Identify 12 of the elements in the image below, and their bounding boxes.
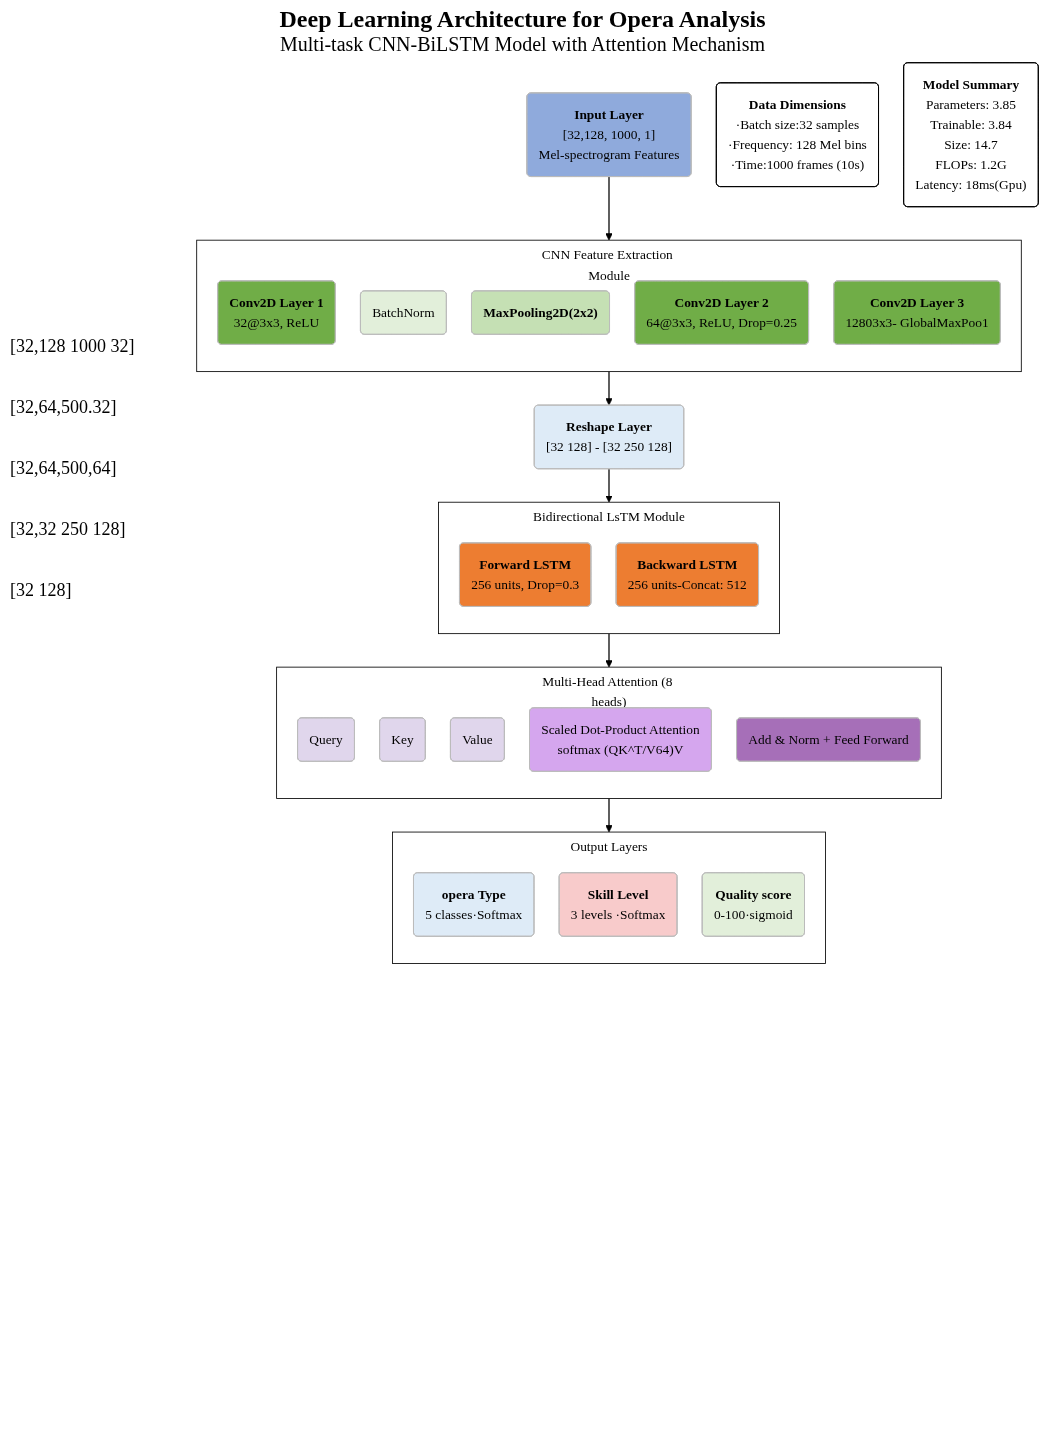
diagram-title: Deep Learning Architecture for Opera Analysis	[279, 6, 766, 33]
tensor-shape-label: [32,128 1000 32]	[10, 336, 135, 357]
arrow	[605, 175, 613, 241]
tensor-shape-label: [32,64,500.32]	[10, 397, 117, 418]
arrow	[605, 633, 613, 668]
arrow	[605, 468, 613, 503]
tensor-shape-label: [32 128]	[10, 580, 72, 601]
tensor-shape-label: [32,32 250 128]	[10, 519, 126, 540]
diagram-subtitle: Multi-task CNN-BiLSTM Model with Attention Mechanism	[280, 33, 765, 56]
arrow	[605, 371, 613, 406]
arrow	[605, 797, 613, 833]
tensor-shape-label: [32,64,500,64]	[10, 458, 117, 479]
